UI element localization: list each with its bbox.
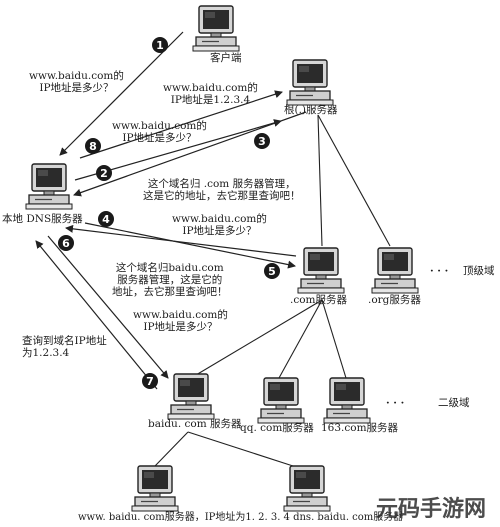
www-server-icon [131,465,179,512]
step-badges: 1 2 3 4 5 6 7 8 [58,37,280,389]
message-line: 查询到域名IP地址 [22,335,107,347]
step-8-badge: 8 [85,138,101,154]
163-server-icon [323,377,371,424]
svg-text:7: 7 [146,375,154,388]
baidu-server-icon [167,373,215,420]
root-server-icon [286,59,334,106]
tld-ellipsis: · · · [430,265,449,277]
message-line: IP地址是多少？ [182,225,257,237]
qq-server-icon [257,377,305,424]
step-7-badge: 7 [142,373,158,389]
qq-server-label: qq. com服务器 [240,422,314,434]
svg-text:1: 1 [156,39,164,52]
svg-text:4: 4 [102,213,110,226]
local-dns-server-icon [25,163,73,210]
message-line: www.baidu.com的 [163,82,258,94]
bottom-caption: www. baidu. com服务器，IP地址为1. 2. 3. 4 dns. … [78,512,404,523]
svg-text:6: 6 [62,237,70,250]
tld-label: 顶级域 [463,265,495,277]
step-2-badge: 2 [96,165,112,181]
step-6-badge: 6 [58,235,74,251]
sld-ellipsis: · · · [386,397,405,409]
svg-text:8: 8 [89,140,97,153]
message-line: www.baidu.com的 [29,70,124,82]
watermark-logo: 元码手游网 [376,497,487,522]
message-line: 地址，去它那里查询吧！ [112,286,228,298]
local-dns-label: 本地 DNS服务器 [2,213,83,225]
message-line: IP地址是多少？ [39,82,114,94]
svg-text:2: 2 [100,167,108,180]
client-computer-icon [192,5,240,52]
message-line: 为1.2.3.4 [22,347,70,359]
dns-server-icon [283,465,331,512]
step-5-badge: 5 [264,263,280,279]
message-line: www.baidu.com的 [112,120,207,132]
message-line: 这是它的地址，去它那里查询吧！ [143,190,301,202]
svg-text:3: 3 [258,135,266,148]
org-server-icon [371,247,419,294]
163-server-label: 163.com服务器 [321,422,399,434]
step-1-badge: 1 [152,37,168,53]
com-server-icon [297,247,345,294]
org-server-label: .org服务器 [368,294,421,306]
client-label: 客户端 [210,52,242,64]
message-line: 服务器管理，这是它的 [117,274,223,286]
message-line: 这个域名归 .com 服务器管理， [147,178,296,190]
svg-text:5: 5 [268,265,276,278]
step-3-badge: 3 [254,133,270,149]
root-server-label: 根(.)服务器 [284,104,338,116]
hierarchy-lines [154,114,391,467]
step-4-badge: 4 [98,211,114,227]
message-step-3: 这个域名归 .com 服务器管理，这是它的地址，去它那里查询吧！ [143,178,301,202]
com-server-label: .com服务器 [290,294,347,306]
message-line: IP地址是多少？ [122,132,197,144]
message-line: IP地址是1.2.3.4 [170,94,251,106]
message-line: 这个域名归baidu.com [115,262,224,274]
message-line: IP地址是多少？ [143,321,218,333]
message-line: www.baidu.com的 [133,309,228,321]
baidu-server-label: baidu. com 服务器 [148,418,242,430]
message-step-7: 查询到域名IP地址为1.2.3.4 [22,335,107,359]
message-line: www.baidu.com的 [172,213,267,225]
query-arrows [35,31,307,390]
sld-label: 二级域 [438,397,470,409]
